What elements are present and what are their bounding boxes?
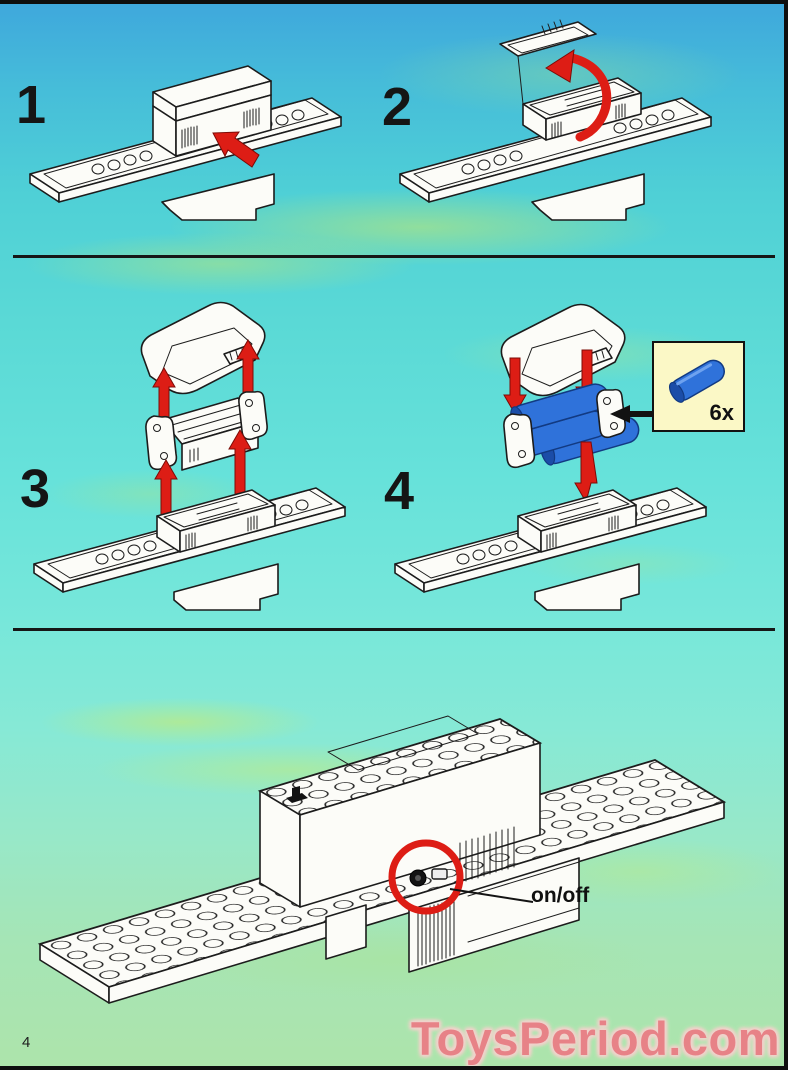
step-3-number: 3: [20, 459, 51, 519]
battery-holder-with-batteries: [503, 383, 640, 469]
vent-slits: [551, 103, 626, 139]
onoff-highlight-circle: [388, 839, 464, 915]
step-2-number: 2: [382, 77, 413, 137]
red-curved-arrow-icon: [545, 49, 612, 142]
battery-part-icon: [668, 359, 725, 403]
battery-box: [257, 715, 543, 908]
battery-box-open: [156, 489, 276, 553]
red-arrow-down-icon: [574, 441, 598, 504]
onoff-switch: [409, 868, 448, 887]
red-arrow-icon: [212, 131, 260, 168]
onoff-pointer-line: [449, 888, 534, 903]
under-housing: [325, 857, 580, 973]
step-4-number: 4: [384, 461, 415, 521]
battery-box-open: [517, 489, 637, 553]
top-switch: [286, 786, 308, 803]
part-callout-box: 6x: [652, 341, 745, 432]
vent-slits: [181, 107, 260, 149]
watermark-text: ToysPeriod.com: [410, 1012, 780, 1065]
page-number: 4: [22, 1034, 31, 1051]
red-arrow-down-icon: [503, 357, 527, 415]
step-3-illustration: [33, 301, 346, 611]
section-divider: [13, 255, 775, 258]
step-1-illustration: [29, 65, 342, 221]
step-2-illustration: [399, 19, 712, 221]
train-base-plate: [399, 97, 712, 221]
step-4-illustration: [394, 303, 707, 611]
part-count-label: 6x: [709, 400, 734, 425]
assembled-model-illustration: [37, 715, 727, 1004]
battery-holder: [145, 390, 268, 471]
section-divider: [13, 628, 775, 631]
callout-arrow-icon: [610, 405, 656, 423]
step-1-number: 1: [16, 75, 47, 135]
battery-box-closed: [152, 65, 275, 221]
battery-box-open: [499, 19, 642, 141]
onoff-label: on/off: [531, 884, 590, 907]
